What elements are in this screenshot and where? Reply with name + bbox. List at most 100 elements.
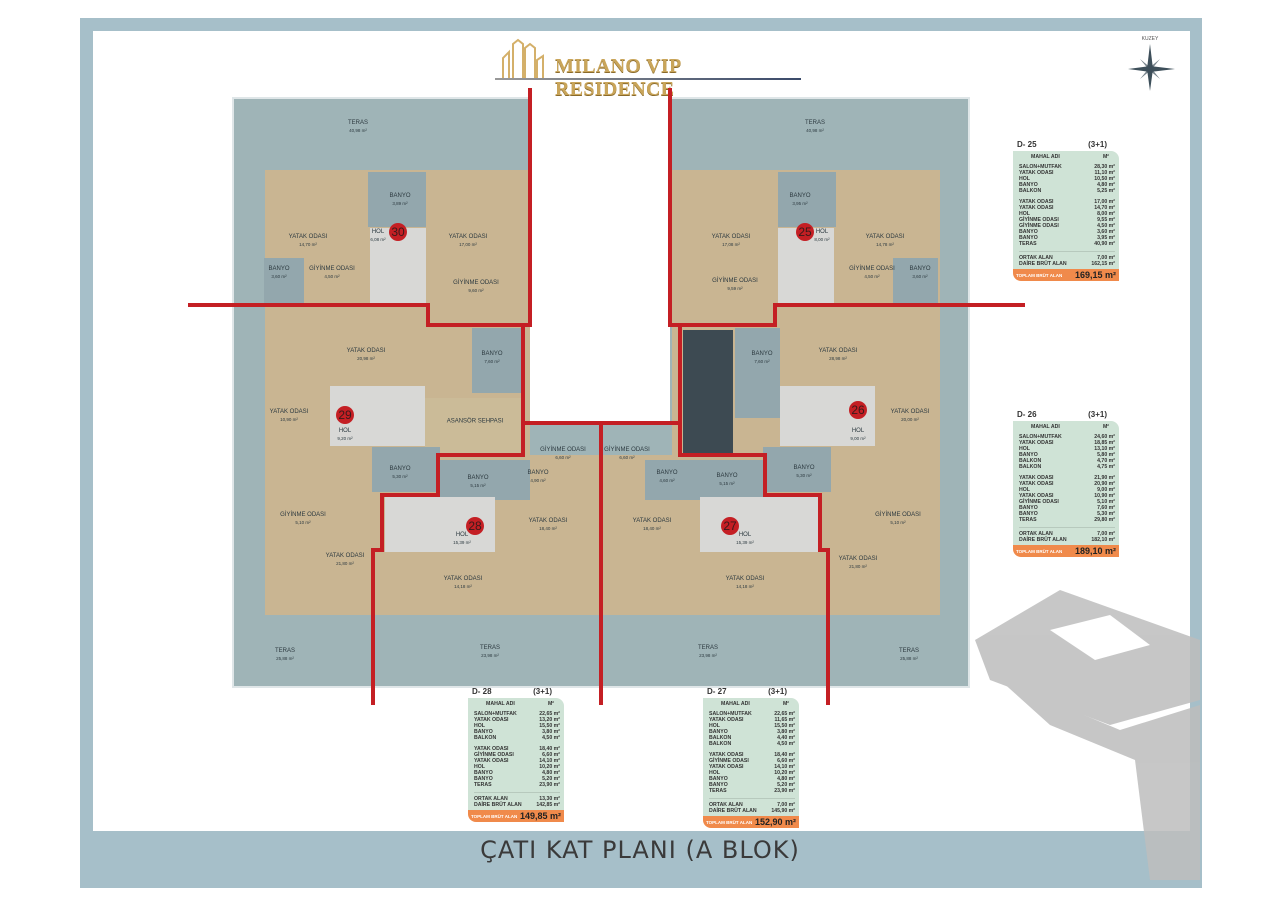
room-area: 23,90 m²	[539, 782, 560, 788]
room-area: 9,00 m²	[1097, 487, 1115, 493]
room-name: YATAK ODASI	[709, 764, 744, 770]
room-name: YATAK ODASI	[448, 234, 488, 240]
unit-id: D- 27	[707, 687, 727, 696]
room-area: 15,39 m²	[453, 540, 471, 545]
table-row: HOL 13,10 m²	[1019, 446, 1115, 452]
room-label: ASANSÖR SEHPASI	[447, 419, 504, 426]
room-name: ORTAK ALAN	[1019, 531, 1053, 537]
room-area: 15,39 m²	[736, 540, 754, 545]
room-area: 25,88 m²	[276, 656, 294, 661]
room-area: 10,90 m²	[280, 417, 298, 422]
room-name: YATAK ODASI	[528, 518, 568, 524]
room-name: TERAS	[1019, 517, 1037, 523]
room-area: 14,10 m²	[774, 764, 795, 770]
room-name: BANYO	[656, 470, 678, 476]
room-name: YATAK ODASI	[1019, 481, 1054, 487]
room-area: 7,00 m²	[1097, 531, 1115, 537]
room-area: 18,85 m²	[1094, 440, 1115, 446]
room-name: BANYO	[1019, 452, 1038, 458]
compass: KUZEY	[1120, 36, 1180, 91]
room-name: BALKON	[1019, 458, 1042, 464]
room-name: YATAK ODASI	[725, 576, 765, 582]
room-name: YATAK ODASI	[1019, 199, 1054, 205]
unit-badge-29: 29	[336, 406, 354, 424]
table-header: D- 25(3+1)	[1013, 140, 1119, 151]
room-area: 21,90 m²	[1094, 475, 1115, 481]
compass-label: KUZEY	[1141, 36, 1159, 42]
room-area: 17,00 m²	[459, 242, 477, 247]
room-name: TERAS	[474, 782, 492, 788]
room-area: 4,50 m²	[864, 274, 880, 279]
room-area: 4,50 m²	[1097, 223, 1115, 229]
unit-badge-30: 30	[389, 223, 407, 241]
room-name: BANYO	[1019, 182, 1038, 188]
room-area: 3,80 m²	[777, 729, 795, 735]
room-area: 5,10 m²	[295, 520, 311, 525]
room-name: GİYİNME ODASI	[875, 512, 921, 518]
room-name: BANYO	[789, 193, 811, 199]
column-name: MAHAL ADI	[486, 701, 515, 707]
room-name: GİYİNME ODASI	[709, 758, 749, 764]
room-name: YATAK ODASI	[288, 234, 328, 240]
room-name: TERAS	[709, 788, 727, 794]
room-name: YATAK ODASI	[325, 553, 365, 559]
room-name: YATAK ODASI	[632, 518, 672, 524]
room-name: TERAS	[898, 648, 920, 654]
unit-badge-25: 25	[796, 223, 814, 241]
room-area: 9,60 m²	[468, 288, 484, 293]
room-name: BANYO	[389, 466, 411, 472]
room-area: 23,98 m²	[481, 653, 499, 658]
room-name: BANYO	[1019, 235, 1038, 241]
room-area: 13,10 m²	[1094, 446, 1115, 452]
room-area: 18,40 m²	[774, 752, 795, 758]
room-area: 17,00 m²	[1094, 199, 1115, 205]
room-name: HOL	[1019, 176, 1030, 182]
room-area: 142,85 m²	[536, 802, 560, 808]
room-name: HOL	[1019, 446, 1030, 452]
unit-id: D- 25	[1017, 140, 1037, 149]
table-row: YATAK ODASI 18,40 m²	[709, 752, 795, 758]
room-name: BALKON	[474, 735, 497, 741]
room-name: YATAK ODASI	[838, 556, 878, 562]
room-label: HOL 15,39 m²	[453, 532, 471, 546]
room-name: HOL	[455, 532, 469, 538]
room-name: YATAK ODASI	[711, 234, 751, 240]
room-name: YATAK ODASI	[818, 348, 858, 354]
room-area: 7,60 m²	[1097, 505, 1115, 511]
room-name: TERAS	[347, 120, 369, 126]
courtyard-void	[530, 97, 670, 422]
room-area: 21,80 m²	[336, 561, 354, 566]
room-name: HOL	[474, 764, 485, 770]
room-area: 5,20 m²	[777, 782, 795, 788]
room-area: 5,80 m²	[1097, 452, 1115, 458]
room-area: 28,30 m²	[1094, 164, 1115, 170]
room-name: YATAK ODASI	[709, 752, 744, 758]
